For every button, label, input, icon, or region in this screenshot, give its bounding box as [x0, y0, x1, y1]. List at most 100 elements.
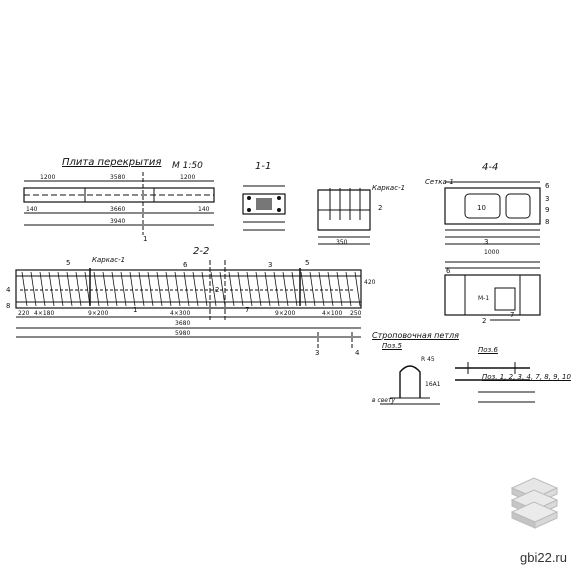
section-4-4-label: 4-4	[482, 162, 499, 173]
stirrup-line	[246, 271, 253, 307]
loop-radius-label: R 45	[421, 356, 435, 363]
rebar-dot	[276, 207, 281, 212]
stirrup-line	[192, 271, 199, 307]
drawing-scale: М 1:50	[172, 161, 203, 171]
section-2-2-label: 2-2	[193, 246, 210, 257]
sec-mark-3: 3	[545, 195, 550, 203]
pos-5-label: Поз.5	[382, 342, 402, 350]
stirrup-line	[48, 271, 55, 307]
cut-4: 4	[355, 349, 360, 357]
dim-4x300: 4×300	[170, 310, 191, 317]
mesh-m1-label: М-1	[478, 295, 490, 302]
stirrup-line	[174, 271, 181, 307]
stirrup-line	[93, 271, 100, 307]
stirrup-line	[57, 271, 64, 307]
stirrup-line	[309, 271, 316, 307]
dim-350: 350	[336, 239, 348, 246]
dim-4x100: 4×100	[322, 310, 343, 317]
stirrup-line	[345, 271, 352, 307]
stirrup-line	[147, 271, 154, 307]
stirrup-line	[273, 271, 280, 307]
cage-label: Каркас-1	[92, 256, 126, 264]
dim-140-right: 140	[198, 206, 210, 213]
stirrup-line	[75, 271, 82, 307]
rebar-section-1-1	[246, 195, 281, 212]
dim-1200-left: 1200	[40, 174, 56, 181]
cage-section-label: Каркас-1	[372, 184, 406, 192]
stirrup-line	[354, 271, 361, 307]
rebar-dot	[246, 207, 251, 212]
dim-1200-right: 1200	[180, 174, 196, 181]
dim-3660: 3660	[110, 206, 126, 213]
dim-140-left: 140	[26, 206, 38, 213]
stirrup-line	[84, 271, 91, 307]
dim-5980: 5980	[175, 330, 191, 337]
sec-mark-10: 10	[477, 204, 486, 212]
stirrup-line	[282, 271, 289, 307]
dim-9x200-left: 9×200	[88, 310, 109, 317]
dim-3580: 3580	[110, 174, 126, 181]
sec-mark-6: 6	[545, 182, 550, 190]
sec-mark-3b: 3	[484, 238, 489, 246]
mark-1: 1	[133, 306, 138, 314]
stirrup-line	[156, 271, 163, 307]
section-3-3	[317, 188, 371, 245]
section-4-4	[444, 181, 541, 245]
stirrup-line	[327, 271, 334, 307]
loop-title: Строповочная петля	[372, 331, 459, 340]
stirrup-line	[21, 271, 28, 307]
sec-mark-2b: 2	[482, 317, 487, 325]
stirrup-line	[219, 271, 226, 307]
mark-4: 4	[6, 286, 11, 294]
drawing-title: Плита перекрытия	[62, 157, 162, 168]
stirrup-line	[30, 271, 37, 307]
sec-mark-9: 9	[545, 206, 550, 214]
section-1-1-label: 1-1	[255, 161, 272, 172]
stirrup-line	[183, 271, 190, 307]
stirrup-line	[138, 271, 145, 307]
stirrup-line	[129, 271, 136, 307]
stirrup-line	[336, 271, 343, 307]
stirrup-line	[300, 271, 307, 307]
mark-8: 8	[6, 302, 11, 310]
brand-url: gbi22.ru	[520, 550, 567, 565]
mark-2: 2	[215, 286, 220, 294]
cut-3: 3	[315, 349, 320, 357]
loop-rod-label: 16А1	[425, 381, 441, 388]
stirrup-line	[102, 271, 109, 307]
dim-1000: 1000	[484, 249, 500, 256]
stirrup-line	[228, 271, 235, 307]
pos-6-label: Поз.6	[478, 346, 498, 354]
dim-250: 250	[350, 310, 362, 317]
sec-mark-7: 7	[510, 311, 515, 319]
dim-4x180: 4×180	[34, 310, 55, 317]
clear-span-label: в свету	[372, 397, 396, 404]
cage-stirrups	[21, 271, 361, 307]
stirrup-line	[120, 271, 127, 307]
mark-3: 3	[268, 261, 273, 269]
dim-3680: 3680	[175, 320, 191, 327]
stirrup-line	[66, 271, 73, 307]
stirrup-line	[291, 271, 298, 307]
dim-3940: 3940	[110, 218, 126, 225]
sec-mark-2: 2	[378, 204, 383, 212]
dim-220: 220	[18, 310, 30, 317]
stirrup-line	[111, 271, 118, 307]
stirrup-line	[201, 271, 208, 307]
section-lower-right	[444, 261, 541, 321]
sec-mark-6b: 6	[446, 267, 451, 275]
slab-plan-view	[23, 172, 215, 235]
mark-5-right: 5	[305, 259, 310, 267]
brand-logo-icon	[510, 477, 559, 529]
stirrup-line	[255, 271, 262, 307]
stirrup-line	[318, 271, 325, 307]
mark-5-left: 5	[66, 259, 71, 267]
stirrup-line	[264, 271, 271, 307]
section-1-1	[242, 185, 286, 231]
pos-list-label: Поз. 1, 2, 3, 4, 7, 8, 9, 10	[482, 373, 571, 381]
stirrup-line	[237, 271, 244, 307]
sec-mark-8: 8	[545, 218, 550, 226]
mark-7: 7	[245, 306, 250, 314]
cut-1: 1	[143, 235, 148, 243]
